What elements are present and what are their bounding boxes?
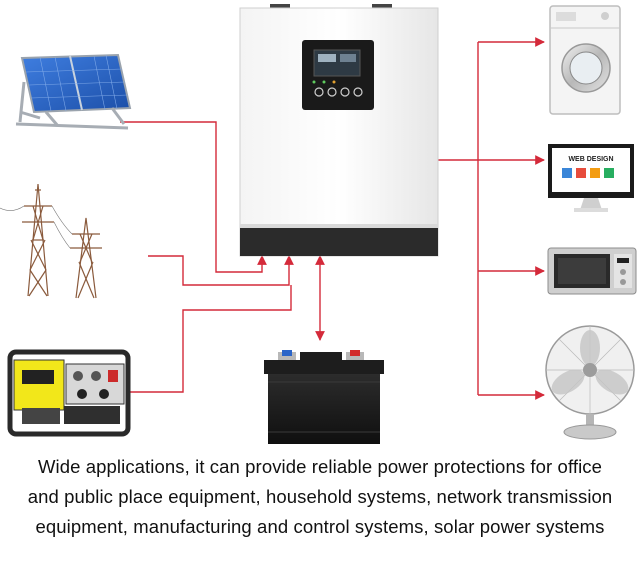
- microwave-icon: [547, 247, 637, 295]
- hybrid-inverter-icon: [239, 4, 439, 257]
- power-grid-towers-icon: [0, 183, 102, 299]
- desk-fan-icon: [545, 325, 635, 440]
- solar-panel-icon: [15, 53, 132, 130]
- caption-line-2: and public place equipment, household sy…: [27, 486, 613, 507]
- computer-monitor-icon: WEB DESIGN: [548, 144, 634, 212]
- generator-to-inverter-line: [130, 285, 292, 393]
- battery-icon: [264, 350, 384, 444]
- solar-to-inverter-line: [120, 121, 267, 273]
- power-system-diagram: WEB DESIGN: [0, 4, 637, 444]
- caption-line-3: equipment, manufacturing and control sys…: [35, 516, 605, 537]
- grid-to-inverter-line: [148, 255, 294, 286]
- generator-icon: [7, 349, 131, 437]
- caption-line-1: Wide applications, it can provide reliab…: [37, 456, 603, 477]
- washing-machine-icon: [549, 5, 621, 115]
- monitor-screen-text: WEB DESIGN: [568, 156, 613, 163]
- connection-lines: [120, 37, 545, 400]
